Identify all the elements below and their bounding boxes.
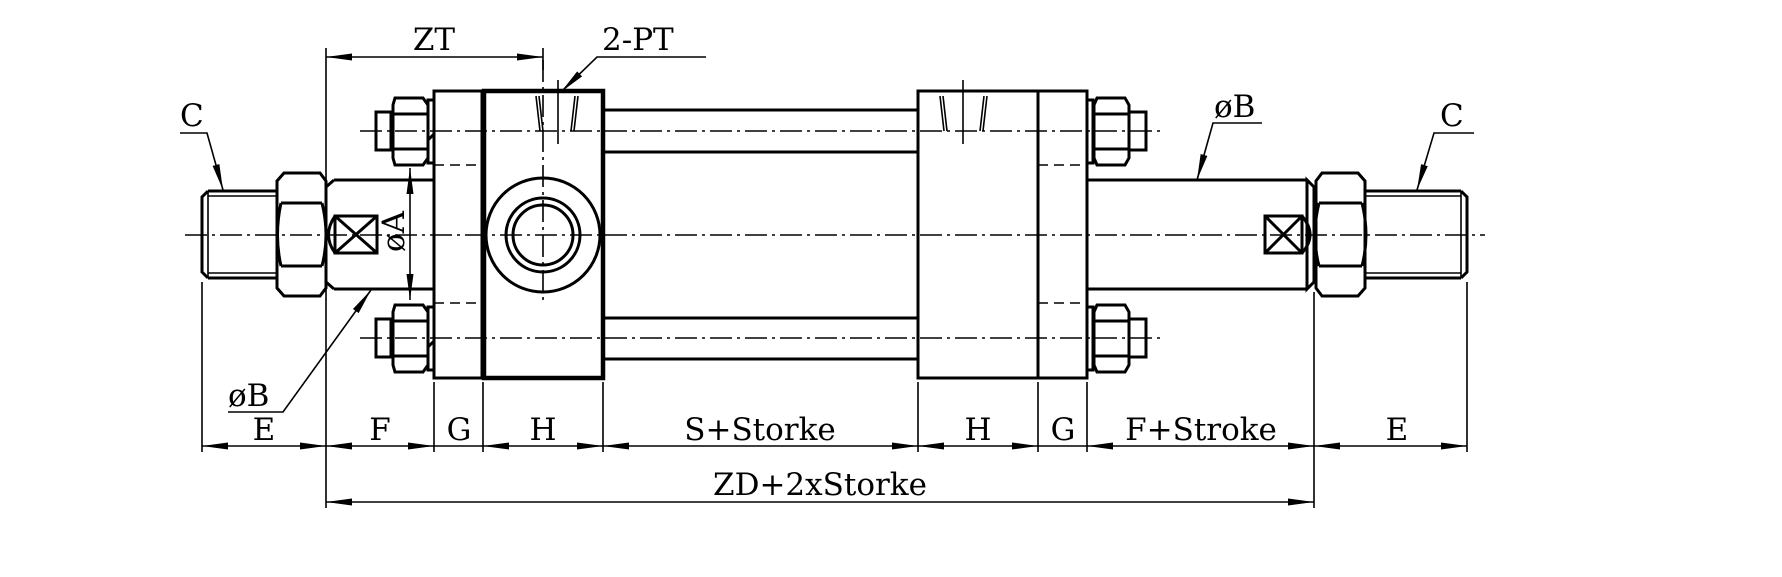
svg-text:C: C [180,98,204,134]
dim-s-stroke: S+Storke [684,412,836,448]
dimension-oa: øA [376,168,414,300]
left-rod-thread [200,189,277,280]
leader-2-pt: 2-PT [560,22,706,93]
dim-f-stroke: F+Stroke [1125,412,1277,448]
dim-zt: ZT [413,22,456,58]
right-flange [1036,89,1089,380]
extension-lines [201,48,1468,508]
svg-text:C: C [1440,98,1464,134]
left-port [484,60,602,300]
leader-ob-left: øB [228,289,372,414]
svg-text:øB: øB [1214,89,1255,125]
leader-c-left: C [180,98,224,191]
right-tie-rod-nut-top [1085,96,1148,167]
dim-h-right: H [964,412,991,448]
svg-text:2-PT: 2-PT [602,22,674,58]
dim-f: F [369,412,391,448]
right-rod-hex-nut [1313,171,1368,298]
right-port [939,80,988,144]
dim-h-left: H [529,412,556,448]
dim-zd-total: ZD+2xStorke [713,467,927,503]
tie-rods [603,108,918,361]
left-tie-rod-nut-bottom [374,303,436,374]
dim-e-left: E [253,412,276,448]
dim-e-right: E [1386,412,1409,448]
svg-text:øA: øA [376,210,412,252]
svg-text:øB: øB [228,378,269,414]
dim-g-right: G [1051,412,1076,448]
left-piston-rod [324,178,434,291]
dim-g-left: G [447,412,472,448]
leader-c-right: C [1416,98,1474,191]
left-clevis-block [481,88,606,381]
right-rod-thread [1365,189,1469,280]
right-tie-rod-nut-bottom [1085,303,1148,374]
leader-ob-right: øB [1196,89,1262,181]
